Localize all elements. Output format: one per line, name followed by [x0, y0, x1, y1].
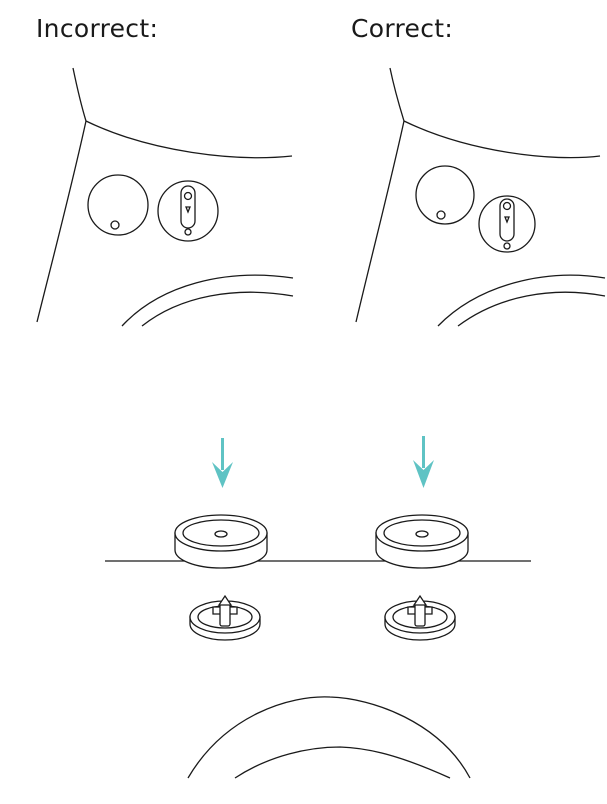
right-cap-assembly [375, 436, 469, 641]
pin-base-icon [384, 594, 456, 641]
label-correct: Correct: [351, 14, 454, 43]
pin-base-icon [478, 195, 536, 253]
pin-base-icon [157, 180, 219, 242]
incorrect-placement-panel [36, 67, 294, 327]
cap-disc-icon [87, 174, 149, 236]
round-cap-icon [174, 514, 268, 569]
label-incorrect: Incorrect: [36, 14, 159, 43]
cap-disc-icon [415, 165, 475, 225]
left-cap-assembly [174, 438, 268, 641]
correct-placement-panel [355, 67, 606, 327]
down-arrow-icon [413, 436, 434, 488]
down-arrow-icon [212, 438, 233, 488]
round-cap-icon [375, 514, 469, 569]
pin-base-icon [189, 594, 261, 641]
bowl-rim [187, 696, 471, 779]
